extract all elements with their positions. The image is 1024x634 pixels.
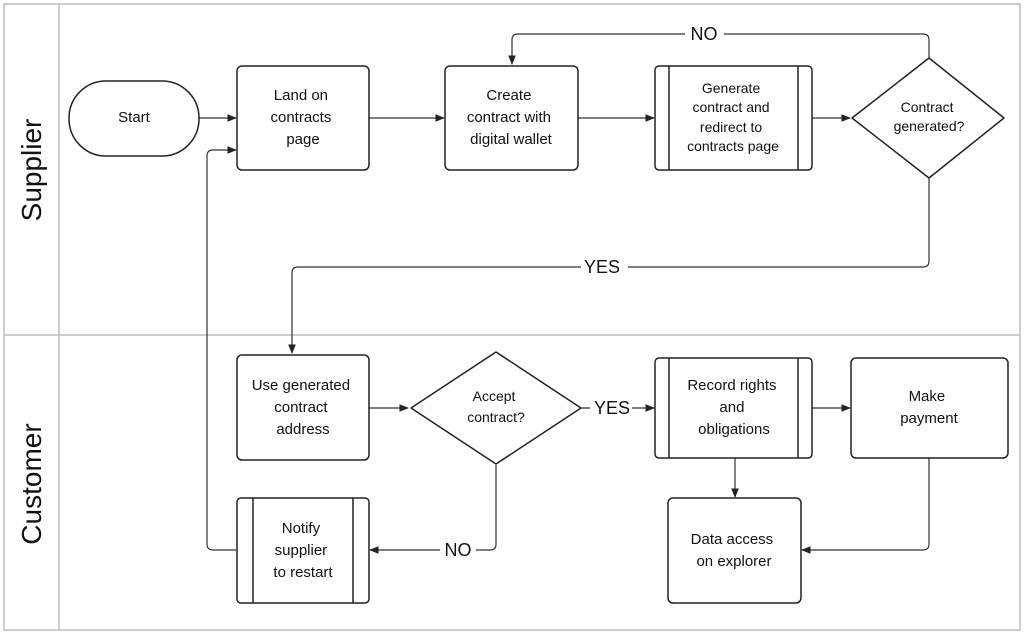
node-record-rights: Record rights and obligations: [654, 357, 813, 459]
node-explorer-text: Data access on explorer: [691, 531, 778, 570]
node-use-generated-contract: Use generated contract address: [236, 354, 370, 461]
edge-accept-no-to-notify: [370, 465, 497, 550]
node-land-on-contracts: Land on contracts page: [236, 65, 370, 171]
edge-label-no-top: NO: [691, 24, 718, 44]
edge-yes-to-use: [292, 178, 930, 353]
node-use-text: Use generated contract address: [252, 377, 355, 438]
node-land-text: Land on contracts page: [270, 87, 335, 148]
node-contract-generated-decision: Contract generated?: [851, 57, 1005, 179]
node-start-text: Start: [118, 109, 151, 126]
node-make-payment: Make payment: [850, 357, 1009, 459]
node-accept-q-text: Accept contract?: [467, 388, 525, 425]
edge-label-no-bottom: NO: [445, 540, 472, 560]
node-generate-contract: Generate contract and redirect to contra…: [654, 65, 813, 171]
node-data-access-explorer: Data access on explorer: [667, 497, 802, 604]
edge-no-loop-top: [512, 33, 930, 64]
node-accept-contract-decision: Accept contract?: [410, 351, 582, 465]
node-generate-text: Generate contract and redirect to contra…: [687, 80, 779, 154]
swimlane-frame: [3, 3, 1021, 631]
diagram-border: [3, 3, 1021, 631]
node-generated-q-text: Contract generated?: [894, 99, 965, 134]
node-record-text: Record rights and obligations: [687, 377, 780, 438]
node-create-text: Create contract with digital wallet: [467, 87, 555, 148]
node-create-contract: Create contract with digital wallet: [444, 65, 579, 171]
edges: [199, 33, 930, 554]
edge-payment-to-explorer: [801, 458, 930, 554]
node-start: Start: [68, 80, 200, 157]
lane-label-supplier: Supplier: [16, 119, 47, 222]
edge-label-yes-mid: YES: [584, 257, 620, 277]
lane-label-customer: Customer: [16, 423, 47, 544]
node-payment-text: Make payment: [900, 388, 958, 427]
node-notify-supplier: Notify supplier to restart: [236, 497, 370, 604]
edge-label-yes-right: YES: [594, 398, 630, 418]
edge-notify-to-land: [206, 146, 237, 551]
node-notify-text: Notify supplier to restart: [273, 520, 333, 581]
